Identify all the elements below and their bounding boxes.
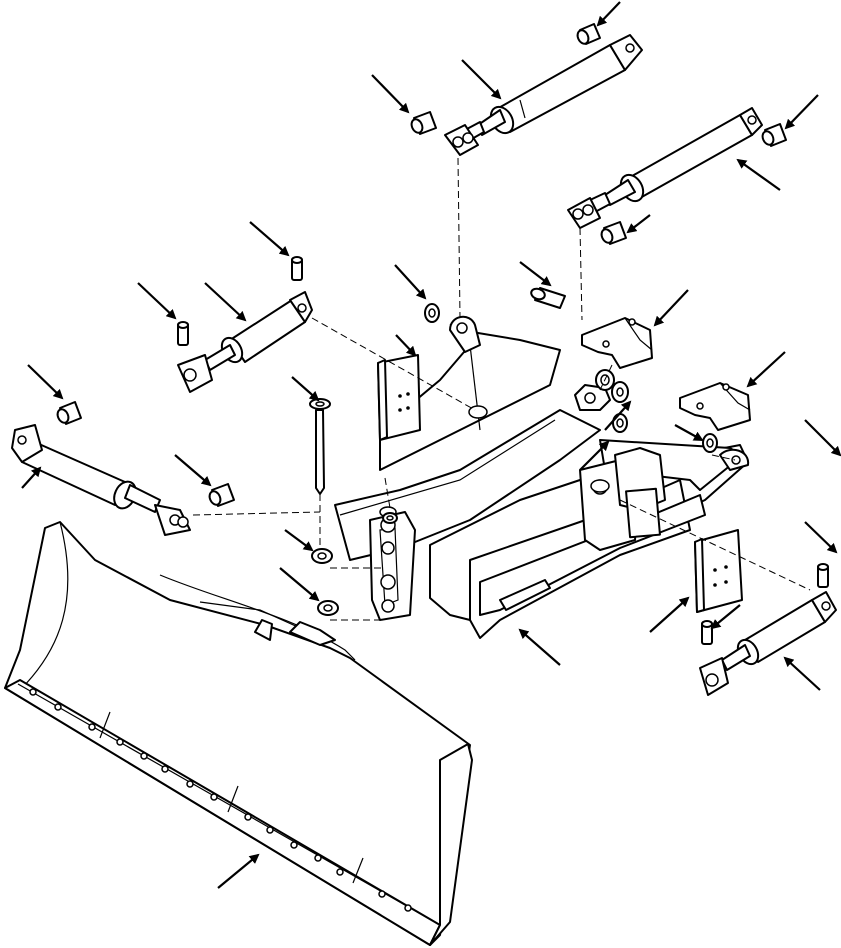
callout-arrow-pin-top-center bbox=[394, 264, 427, 300]
callout-arrow-pin-upper-left bbox=[371, 74, 410, 114]
callout-arrow-pin-lower-right bbox=[804, 521, 838, 554]
blade bbox=[4, 521, 473, 946]
callout-arrow-washer-left-2 bbox=[279, 567, 320, 602]
callout-arrow-wear-plate-left bbox=[395, 334, 417, 357]
callout-arrow-washer-right-3 bbox=[604, 400, 632, 431]
callout-arrow-pin-left-cylinder-left bbox=[249, 221, 290, 257]
callout-arrow-c-frame bbox=[518, 628, 561, 666]
blade-bolt-holes bbox=[29, 688, 412, 912]
callout-arrow-washer-right-2 bbox=[674, 424, 704, 441]
callout-arrow-bracket-right-upper bbox=[653, 289, 689, 327]
callout-arrow-wear-plate-right bbox=[649, 596, 690, 633]
callout-arrow-pin-far-right bbox=[784, 94, 819, 130]
washers bbox=[311, 303, 718, 616]
wear-plate-left bbox=[377, 354, 421, 441]
wear-plate-right bbox=[694, 529, 743, 613]
callout-arrow-pin-top-right bbox=[596, 1, 621, 27]
pins bbox=[56, 23, 829, 645]
callout-arrow-lift-cylinder-upper-right bbox=[736, 158, 781, 191]
lift-cylinder-upper-right bbox=[567, 107, 763, 229]
callout-arrow-tilt-cylinder-left bbox=[204, 282, 247, 322]
callout-arrow-pin-far-left bbox=[27, 364, 64, 400]
callout-arrow-bracket-right-lower bbox=[746, 351, 786, 388]
lift-cylinder-upper-left bbox=[444, 34, 643, 156]
callout-arrow-washer-right-1 bbox=[579, 440, 610, 471]
callout-arrow-pin-lower-right-top bbox=[804, 419, 841, 457]
alignment-lines bbox=[192, 157, 811, 621]
callout-arrow-blade bbox=[783, 656, 821, 691]
callout-arrows bbox=[21, 1, 841, 889]
callout-arrow-angle-cylinder-right bbox=[710, 604, 741, 630]
callout-arrow-angle-cylinder-left bbox=[21, 466, 42, 489]
callout-arrow-washer-center-upper bbox=[519, 261, 552, 287]
tilt-cylinder-left bbox=[177, 291, 313, 393]
callout-arrow-part-30 bbox=[217, 853, 260, 889]
callout-arrow-pin-washer-left bbox=[137, 282, 177, 320]
callout-arrow-washer-left-1 bbox=[284, 529, 314, 552]
callout-arrow-lift-cylinder-upper-left bbox=[461, 59, 502, 100]
angle-cylinder-left bbox=[11, 424, 191, 536]
callout-arrow-long-pin bbox=[291, 376, 320, 402]
bracket-right-upper bbox=[581, 317, 653, 369]
callout-arrow-pin-mid-right bbox=[626, 214, 651, 234]
callout-arrow-pin-left-lower bbox=[174, 454, 212, 487]
bracket-right-lower bbox=[679, 382, 751, 431]
angle-cylinder-right bbox=[699, 591, 837, 696]
